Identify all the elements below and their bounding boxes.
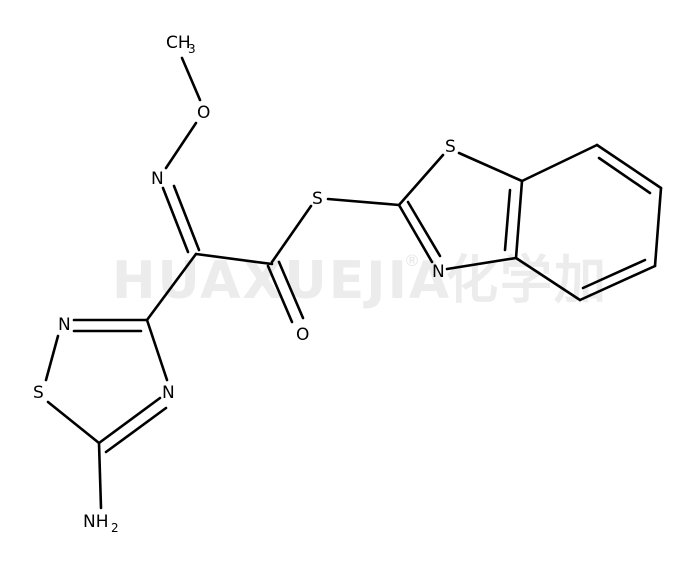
amine-label: NH [83,512,109,532]
bond-ch3-o [180,56,202,102]
atom-labels: CH 3 O N S S N O N S N NH 2 [33,33,456,535]
bond-o-n [164,121,198,170]
bond-c5-n4-double-a [97,396,162,445]
bond-benz-3 [653,186,663,268]
bond-benz-2-inner [597,156,652,195]
bond-c-o-double-a [266,264,294,324]
bond-benz-2 [595,143,663,190]
bond-c-carbonyl [194,252,274,266]
bond-benz-4 [578,264,657,302]
bond-c-o-double-b [277,260,305,320]
bond-s1-c7a [457,151,524,183]
benzothiazole-sulfur-label: S [445,137,456,157]
bond-n-c-double-a [161,186,190,254]
watermark-chinese-text: 化学加 [446,251,608,311]
benzothiazole-nitrogen-label: N [432,262,445,282]
bond-s-c2 [326,197,401,207]
bond-carbonyl-s [270,204,313,264]
watermark-registered-mark: ® [404,251,420,270]
thioester-sulfur-label: S [312,189,323,209]
bond-benz-1 [520,143,599,183]
bond-c-c3-thiadiazole [145,252,198,322]
bond-n3-c2-double-a [397,203,434,264]
bond-c7a-c3a-inner [503,188,512,252]
watermark: HUAXUEJIA ® 化学加 [112,251,608,311]
watermark-text: HUAXUEJIA [112,251,451,311]
ether-oxygen-label: O [197,103,210,123]
oxime-nitrogen-label: N [151,169,164,189]
bond-s1-c5 [46,400,101,445]
thiadiazole-n4-label: N [162,383,175,403]
methyl-subscript: 3 [188,42,196,56]
bond-c3a-n3 [445,256,518,271]
bond-c5-nh2 [97,441,103,510]
thiadiazole-n2-label: N [58,315,71,335]
carbonyl-oxygen-label: O [296,325,309,345]
bond-n2-s1 [44,334,60,382]
bond-c5-n4-double-b [104,406,168,454]
thiadiazole-sulfur-label: S [33,383,44,403]
amine-subscript: 2 [111,521,119,535]
methyl-label: CH [166,33,191,53]
bond-n3-c2-double-b [406,200,442,258]
bonds [44,56,663,510]
bond-n-c-double-b [172,184,201,252]
bond-benz-4-inner [581,258,647,290]
bond-n4-c3 [145,318,169,382]
bond-benz-5 [514,256,582,302]
bond-c7a-c3a [514,179,524,260]
bond-c2-s1 [397,153,445,207]
